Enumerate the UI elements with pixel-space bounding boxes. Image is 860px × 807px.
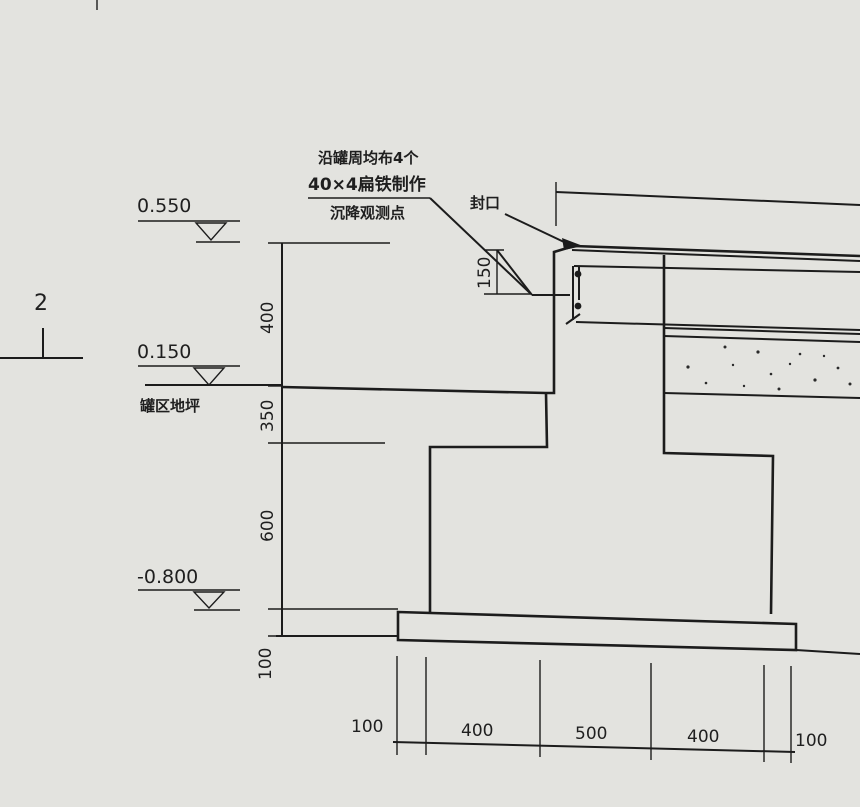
settlement-marker: 150 (475, 249, 582, 325)
vdim-400: 400 (258, 302, 278, 334)
local-dim-150: 150 (475, 257, 495, 289)
marker-slash (565, 313, 581, 325)
ground-line (281, 385, 547, 395)
elevation-grade: 0.150 罐区地坪 (137, 341, 240, 415)
grade-note: 罐区地坪 (139, 397, 200, 415)
tank-pad-bottom (575, 321, 860, 331)
marker-note-leader (429, 197, 532, 295)
vertical-dimension-chain: 400 350 600 100 (256, 242, 398, 680)
dim150-leader (496, 249, 533, 296)
seal-note: 封口 (470, 194, 583, 250)
slab-bottom-right (795, 649, 860, 655)
marker-rebar-bottom (574, 302, 582, 310)
cushion-slab (396, 610, 798, 652)
marker-note-line3: 沉降观测点 (330, 204, 405, 222)
marker-rebar-top (574, 270, 582, 278)
seal-note-text: 封口 (470, 194, 500, 212)
elevation-top-value: 0.550 (137, 195, 191, 217)
section-label: 2 (34, 291, 48, 316)
seal-arrowhead-icon (562, 238, 583, 250)
aggregate-fill (686, 345, 852, 391)
section-mark: 2 (0, 291, 83, 359)
marker-note-line2: 40×4扁铁制作 (308, 174, 426, 195)
tank-bottom-plate-inner (571, 249, 860, 262)
sand-layer-bottom (663, 392, 860, 399)
foundation-left-side (428, 392, 549, 612)
tank-bottom (555, 182, 860, 399)
vdim-600: 600 (258, 510, 278, 542)
hdim-400-left: 400 (461, 721, 493, 741)
hdim-400-right: 400 (687, 727, 719, 747)
horizontal-dimension-chain: 100 400 500 400 100 (351, 656, 827, 763)
sand-layer-top (663, 335, 860, 343)
foundation-outline (276, 244, 860, 655)
elevation-bottom-value: -0.800 (137, 566, 198, 588)
seal-leader (504, 213, 565, 243)
elevation-bottom: -0.800 (137, 566, 240, 611)
vdim-350: 350 (258, 400, 278, 432)
elevation-top-triangle (194, 222, 228, 242)
sand-layer-edge (663, 327, 860, 335)
horizontal-dim-line (392, 741, 796, 753)
elevation-top: 0.550 (137, 195, 240, 243)
ringwall-left-face (546, 244, 575, 395)
hdim-100-right: 100 (795, 731, 827, 751)
elevation-grade-triangle (192, 367, 226, 387)
elevation-bottom-triangle (192, 591, 226, 610)
marker-note: 沿罐周均布4个 40×4扁铁制作 沉降观测点 (308, 149, 532, 295)
tank-bottom-plate (573, 244, 860, 258)
hdim-500: 500 (575, 724, 607, 744)
hdim-100-left: 100 (351, 717, 383, 737)
vdim-100: 100 (256, 648, 276, 680)
marker-note-line1: 沿罐周均布4个 (318, 149, 419, 167)
elevation-grade-value: 0.150 (137, 341, 191, 363)
ringwall-right-face (662, 255, 775, 615)
tank-top-line (555, 191, 860, 206)
tank-pad-top (573, 265, 860, 273)
